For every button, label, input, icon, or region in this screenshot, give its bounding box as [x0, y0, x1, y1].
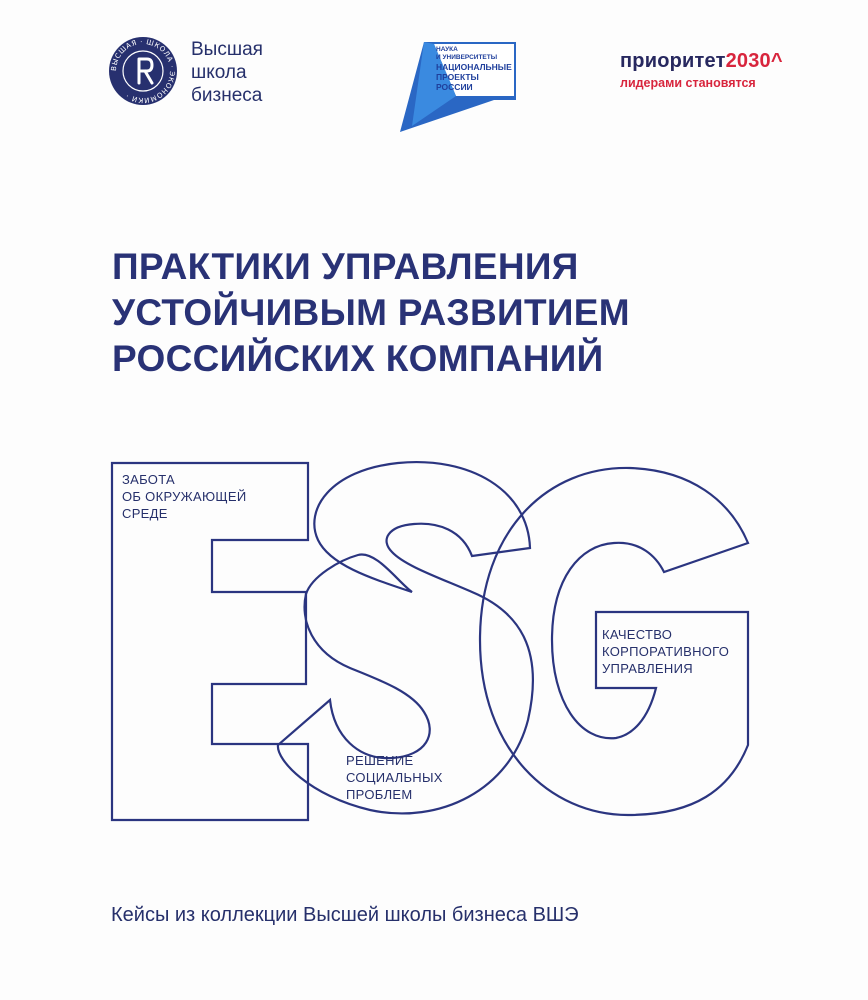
label-environment: ЗАБОТА ОБ ОКРУЖАЮЩЕЙ СРЕДЕ [122, 471, 247, 522]
national-projects-icon [400, 42, 516, 132]
hse-name: Высшая школа бизнеса [191, 38, 301, 107]
np-big-line-3: РОССИИ [436, 82, 473, 92]
priority-year: 2030^ [725, 50, 783, 72]
hse-name-line-2: школа [191, 62, 247, 83]
label-e-line-3: СРЕДЕ [122, 506, 168, 521]
label-governance: КАЧЕСТВО КОРПОРАТИВНОГО УПРАВЛЕНИЯ [602, 626, 729, 677]
label-s-line-2: СОЦИАЛЬНЫХ [346, 770, 443, 785]
label-social: РЕШЕНИЕ СОЦИАЛЬНЫХ ПРОБЛЕМ [346, 752, 443, 803]
hse-name-line-3: бизнеса [191, 85, 263, 106]
title-line-3: РОССИЙСКИХ КОМПАНИЙ [112, 338, 604, 379]
letter-s-outline [276, 461, 534, 815]
np-small-line-2: И УНИВЕРСИТЕТЫ [436, 54, 498, 61]
np-big-line-1: НАЦИОНАЛЬНЫЕ [436, 62, 512, 72]
title-line-2: УСТОЙЧИВЫМ РАЗВИТИЕМ [112, 292, 630, 333]
label-g-line-3: УПРАВЛЕНИЯ [602, 661, 693, 676]
national-projects-text: НАУКА И УНИВЕРСИТЕТЫ НАЦИОНАЛЬНЫЕ ПРОЕКТ… [436, 46, 512, 92]
hse-name-line-1: Высшая [191, 39, 263, 60]
book-subtitle: Кейсы из коллекции Высшей школы бизнеса … [111, 904, 579, 926]
label-s-line-1: РЕШЕНИЕ [346, 753, 414, 768]
hse-logo: ВЫСШАЯ · ШКОЛА · ЭКОНОМИКИ · Высшая школ… [108, 36, 288, 106]
label-g-line-1: КАЧЕСТВО [602, 627, 673, 642]
label-e-line-2: ОБ ОКРУЖАЮЩЕЙ [122, 489, 247, 504]
book-title: ПРАКТИКИ УПРАВЛЕНИЯ УСТОЙЧИВЫМ РАЗВИТИЕМ… [112, 244, 812, 382]
priority-main: приоритет [620, 50, 726, 72]
label-g-line-2: КОРПОРАТИВНОГО [602, 644, 730, 659]
letter-e-outline [110, 461, 310, 822]
label-s-line-3: ПРОБЛЕМ [346, 787, 413, 802]
np-big-line-2: ПРОЕКТЫ [436, 72, 479, 82]
priority-tagline: лидерами становятся [620, 76, 756, 90]
priority-wordmark: приоритет2030^ [620, 50, 830, 73]
priority-2030-logo: приоритет2030^ лидерами становятся [620, 50, 830, 100]
label-e-line-1: ЗАБОТА [122, 472, 176, 487]
letter-g-outline [478, 466, 750, 817]
national-projects-logo: НАУКА И УНИВЕРСИТЕТЫ НАЦИОНАЛЬНЫЕ ПРОЕКТ… [398, 40, 518, 134]
hse-seal-icon: ВЫСШАЯ · ШКОЛА · ЭКОНОМИКИ · [109, 37, 177, 105]
title-line-1: ПРАКТИКИ УПРАВЛЕНИЯ [112, 246, 579, 287]
np-small-line-1: НАУКА [436, 46, 458, 53]
